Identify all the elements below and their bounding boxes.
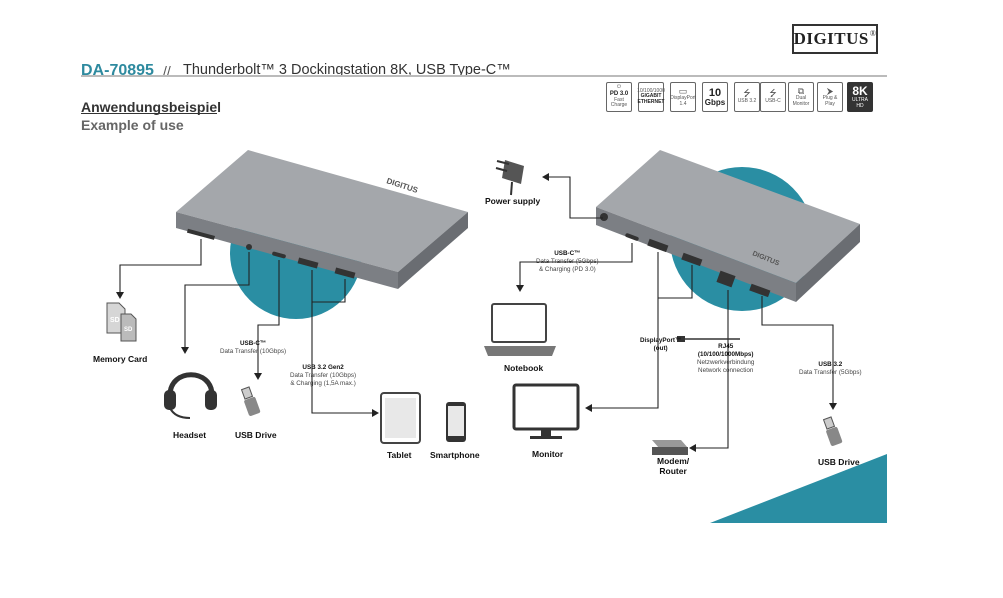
usb-drive-right-label: USB Drive [818,457,860,467]
connectors-left [119,176,834,449]
section-title-en: Example of use [81,117,184,133]
memory-card-icon: SD SD [106,302,137,342]
usb-drive-left-icon [240,386,261,416]
displayport-icon: ▭DisplayPort 1.4 [670,82,696,112]
monitor-label: Monitor [532,449,564,459]
dock-right [596,150,860,302]
power-plug-icon [495,160,524,196]
usb-drive-left-label: USB Drive [235,430,277,440]
title-separator: // [163,63,171,79]
arrow-heads [116,173,837,452]
header-rule [81,75,887,77]
smartphone-label: Smartphone [430,450,480,460]
tablet-icon [380,392,421,444]
corner-accent [710,454,887,523]
router-label: Modem/ Router [657,456,690,476]
section-title-de: Anwendungsbeispiel [81,99,222,115]
notebook-label: Notebook [504,363,544,373]
svg-text:SD: SD [110,317,120,324]
plug-play-icon: ⮞Plug & Play [817,82,843,112]
headset-icon [164,372,217,419]
dock-left [176,150,468,289]
section-underline [81,113,217,114]
usb-drive-right-icon [822,416,843,446]
power-supply-label: Power supply [485,196,541,206]
memory-card-label: Memory Card [93,354,148,364]
tablet-label: Tablet [387,450,412,460]
notebook-icon [484,303,556,356]
headset-label: Headset [173,430,207,440]
model-number: DA-70895 [81,62,154,79]
usb-icon: ⭍USB 3.2 [734,82,760,112]
monitor-icon [512,383,580,439]
usb-c-icon: ⭍USB-C [760,82,786,112]
router-icon [652,440,688,455]
dual-monitor-icon: ⧉Dual Monitor [788,82,814,112]
rj45-cable-icon [677,336,740,342]
smartphone-icon [446,402,466,442]
svg-text:SD: SD [124,327,133,333]
product-title: Thunderbolt™ 3 Dockingstation 8K, USB Ty… [183,62,511,78]
digitus-logo: DIGITUS® [792,24,878,54]
displayport-desc: DisplayPort™(out) [640,337,682,352]
